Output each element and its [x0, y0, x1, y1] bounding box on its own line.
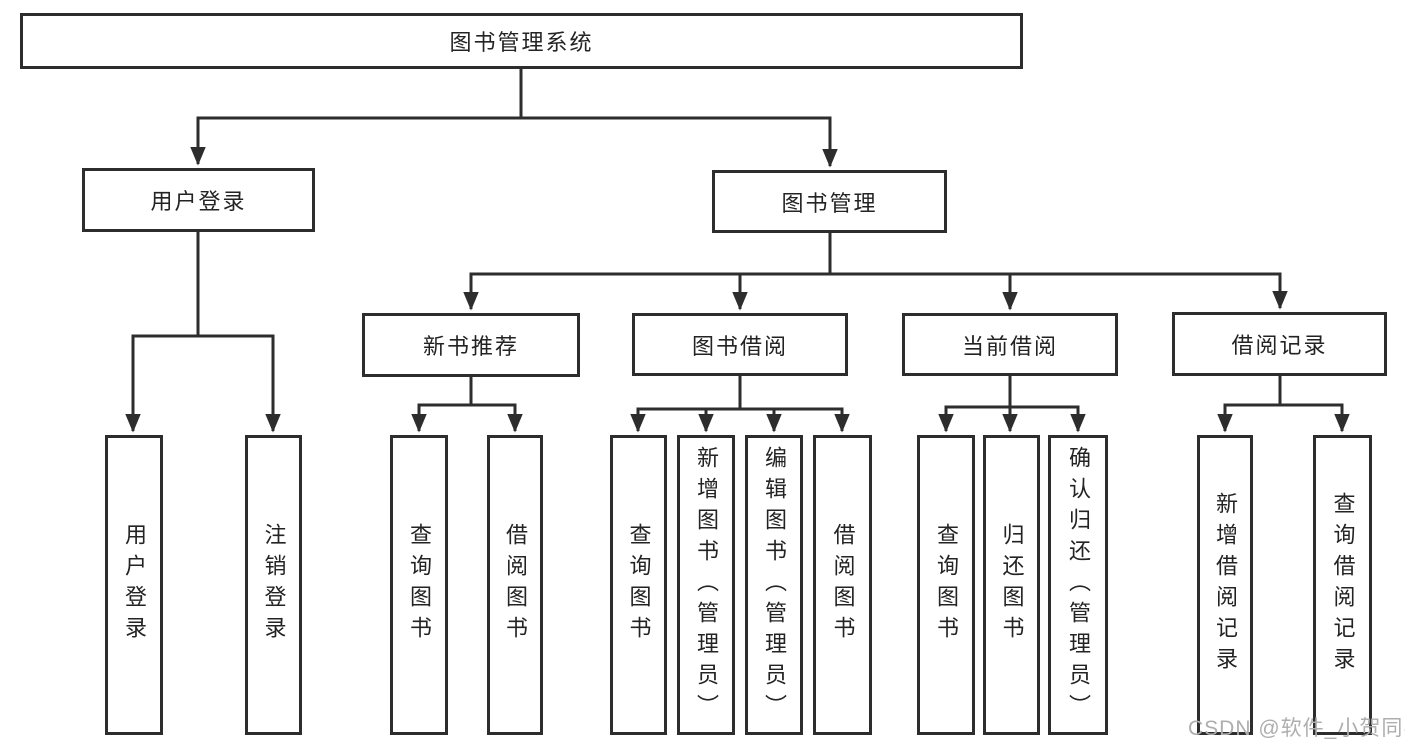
- connector-current-borrow-leaf1: [938, 376, 1012, 433]
- node-book-management: 图书管理: [712, 170, 947, 233]
- leaf-query-books-1: 查询图书: [390, 435, 448, 735]
- connector-book-borrow-leaf2: [698, 407, 740, 433]
- leaf-borrow-books-1: 借阅图书: [487, 435, 543, 735]
- connector-borrow-records-leaf1: [1217, 376, 1282, 433]
- leaf-query-books-3: 查询图书: [917, 435, 975, 735]
- leaf-query-books-2: 查询图书: [610, 435, 667, 735]
- connector-root-to-book-mgmt: [521, 116, 838, 168]
- leaf-query-borrow-record: 查询借阅记录: [1313, 435, 1372, 735]
- connector-book-borrow-leaf3: [740, 407, 782, 433]
- leaf-confirm-return-admin: 确认归还（管理员）: [1048, 435, 1108, 735]
- node-new-book-recommend: 新书推荐: [362, 313, 580, 377]
- node-user-login: 用户登录: [82, 168, 315, 232]
- connector-new-books-leaf1: [411, 377, 473, 433]
- connector-book-mgmt-to-book-borrow: [732, 272, 830, 311]
- connector-book-mgmt-to-current-borrow: [830, 272, 1018, 311]
- connector-user-login-to-logout-leaf: [198, 334, 281, 433]
- leaf-logout: 注销登录: [245, 435, 302, 735]
- node-root-system: 图书管理系统: [20, 13, 1023, 69]
- leaf-return-books: 归还图书: [983, 435, 1040, 735]
- connector-current-borrow-leaf3: [1010, 405, 1086, 433]
- leaf-user-login: 用户登录: [105, 435, 163, 735]
- leaf-edit-books-admin: 编辑图书（管理员）: [745, 435, 803, 735]
- connector-user-login-to-login-leaf: [125, 232, 200, 433]
- connector-book-mgmt-to-new-books: [463, 233, 832, 311]
- node-book-borrow: 图书借阅: [632, 313, 848, 376]
- connector-new-books-leaf2: [471, 403, 523, 433]
- connector-borrow-records-leaf2: [1280, 403, 1350, 433]
- node-current-borrow: 当前借阅: [902, 313, 1118, 376]
- leaf-add-books-admin: 新增图书（管理员）: [677, 435, 735, 735]
- connector-book-mgmt-to-borrow-records: [830, 272, 1288, 310]
- leaf-borrow-books-2: 借阅图书: [813, 435, 872, 735]
- connector-book-borrow-leaf1: [630, 376, 742, 433]
- node-borrow-records: 借阅记录: [1172, 312, 1387, 376]
- connector-root-to-user-login: [190, 69, 523, 166]
- connector-book-borrow-leaf4: [740, 407, 850, 433]
- leaf-add-borrow-record: 新增借阅记录: [1197, 435, 1253, 735]
- watermark: CSDN @软件_小贺同学: [1188, 717, 1405, 740]
